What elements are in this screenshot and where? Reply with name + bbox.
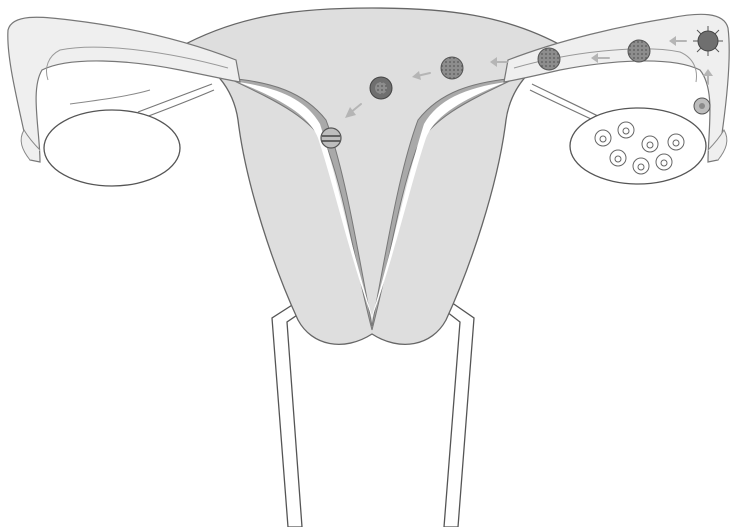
stage-fertilized-egg <box>628 40 650 62</box>
stage-follicle <box>694 98 710 114</box>
left-canal-wall <box>272 300 312 527</box>
stage-morula <box>441 57 463 79</box>
stage-blastocyst <box>370 77 392 99</box>
stage-two-cell <box>538 48 560 70</box>
right-canal-wall <box>438 300 474 527</box>
uterus-body <box>178 8 566 344</box>
stage-implanting-embryo <box>321 128 341 148</box>
right-ovary-with-follicles <box>570 108 706 184</box>
left-ovary <box>44 110 180 186</box>
stage-ovulated-egg <box>693 26 723 56</box>
